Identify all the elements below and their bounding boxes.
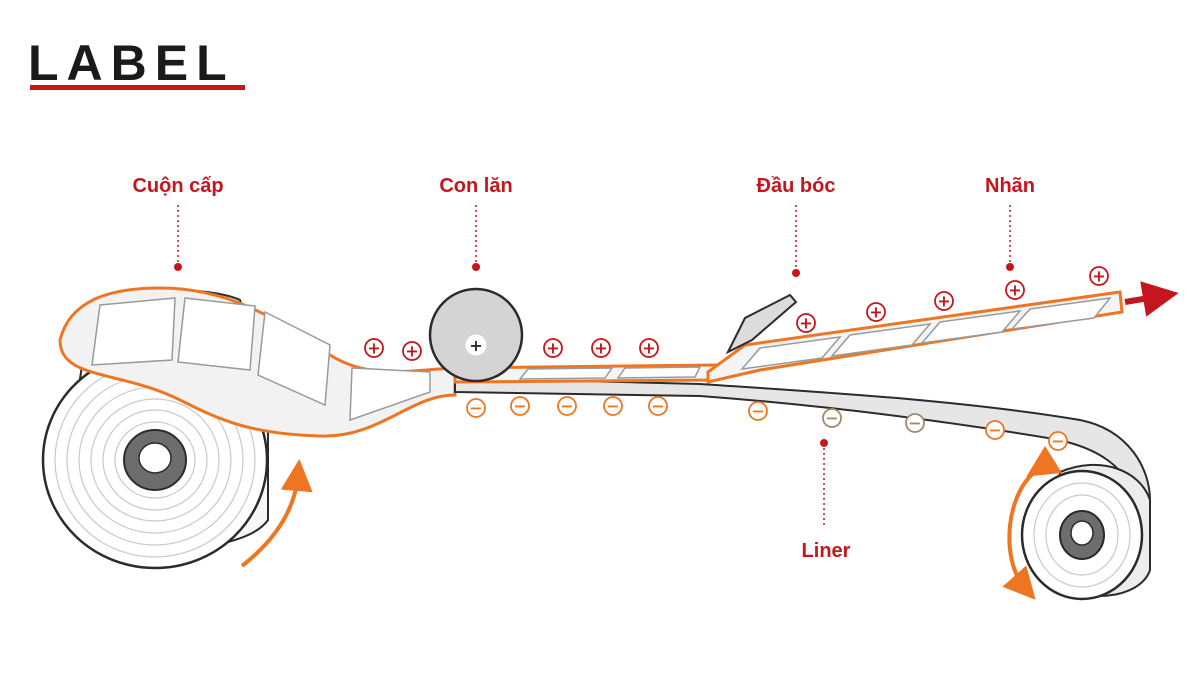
plus-signs: + + + + + + + + + + (364, 266, 1109, 361)
roller-center-plus: + (469, 336, 482, 355)
svg-text:−: − (751, 402, 764, 421)
svg-text:+: + (1092, 267, 1105, 286)
svg-text:+: + (937, 292, 950, 311)
callout-label-text: Nhãn (985, 175, 1035, 197)
plus-sign: + (866, 302, 886, 322)
callout-peel-head-dot (792, 269, 800, 277)
svg-text:+: + (869, 303, 882, 322)
callout-roller-dot (472, 263, 480, 271)
callout-liner-dot (820, 439, 828, 447)
feed-labels (91, 297, 431, 422)
svg-text:+: + (405, 342, 418, 361)
rewind-rotation-arrow (1002, 445, 1063, 600)
plus-sign: + (591, 338, 611, 358)
svg-text:−: − (469, 399, 482, 418)
callout-label: Nhãn (985, 175, 1035, 271)
callout-supply-roll-dot (174, 263, 182, 271)
minus-sign: − (985, 420, 1005, 440)
supply-rotation-arrow (240, 459, 313, 568)
plus-sign: + (1005, 280, 1025, 300)
svg-text:+: + (799, 314, 812, 333)
svg-text:−: − (1051, 432, 1064, 451)
svg-text:+: + (367, 339, 380, 358)
logo-text: LABEL (28, 35, 235, 91)
callout-supply-roll-text: Cuộn cấp (132, 175, 223, 197)
peeled-labels (740, 297, 1112, 371)
callout-label-dot (1006, 263, 1014, 271)
brand-logo: LABEL (28, 35, 245, 91)
callout-roller-text: Con lăn (439, 175, 512, 197)
minus-sign: − (557, 396, 577, 416)
svg-text:−: − (651, 397, 664, 416)
minus-sign: − (648, 396, 668, 416)
minus-sign: − (822, 408, 842, 428)
svg-text:−: − (560, 397, 573, 416)
plus-sign: + (639, 338, 659, 358)
minus-sign: − (510, 396, 530, 416)
plus-sign: + (364, 338, 384, 358)
minus-sign: − (466, 398, 486, 418)
minus-sign: − (748, 401, 768, 421)
rewind-roll (1020, 463, 1151, 601)
svg-text:+: + (594, 339, 607, 358)
minus-signs: − − − − − − − − − − (466, 396, 1068, 451)
plus-sign: + (402, 341, 422, 361)
callout-supply-roll: Cuộn cấp (132, 175, 224, 271)
plus-sign: + (543, 338, 563, 358)
strip-labels (518, 366, 702, 380)
logo-underline (30, 85, 245, 90)
callout-liner-text: Liner (802, 540, 851, 562)
plus-sign: + (1089, 266, 1109, 286)
minus-sign: − (603, 396, 623, 416)
roller: + (428, 287, 524, 383)
svg-text:+: + (1008, 281, 1021, 300)
svg-text:−: − (988, 421, 1001, 440)
svg-text:+: + (642, 339, 655, 358)
minus-sign: − (1048, 431, 1068, 451)
svg-text:−: − (825, 409, 838, 428)
svg-text:−: − (606, 397, 619, 416)
plus-sign: + (796, 313, 816, 333)
minus-sign: − (905, 413, 925, 433)
callout-peel-head-text: Đầu bóc (757, 175, 836, 197)
peel-head (725, 293, 798, 355)
svg-text:+: + (546, 339, 559, 358)
svg-text:−: − (513, 397, 526, 416)
output-direction-arrow (1124, 281, 1179, 317)
svg-text:−: − (908, 414, 921, 433)
plus-sign: + (934, 291, 954, 311)
callout-peel-head: Đầu bóc (757, 175, 836, 277)
callout-liner: Liner (802, 439, 851, 562)
callout-roller: Con lăn (439, 175, 513, 271)
